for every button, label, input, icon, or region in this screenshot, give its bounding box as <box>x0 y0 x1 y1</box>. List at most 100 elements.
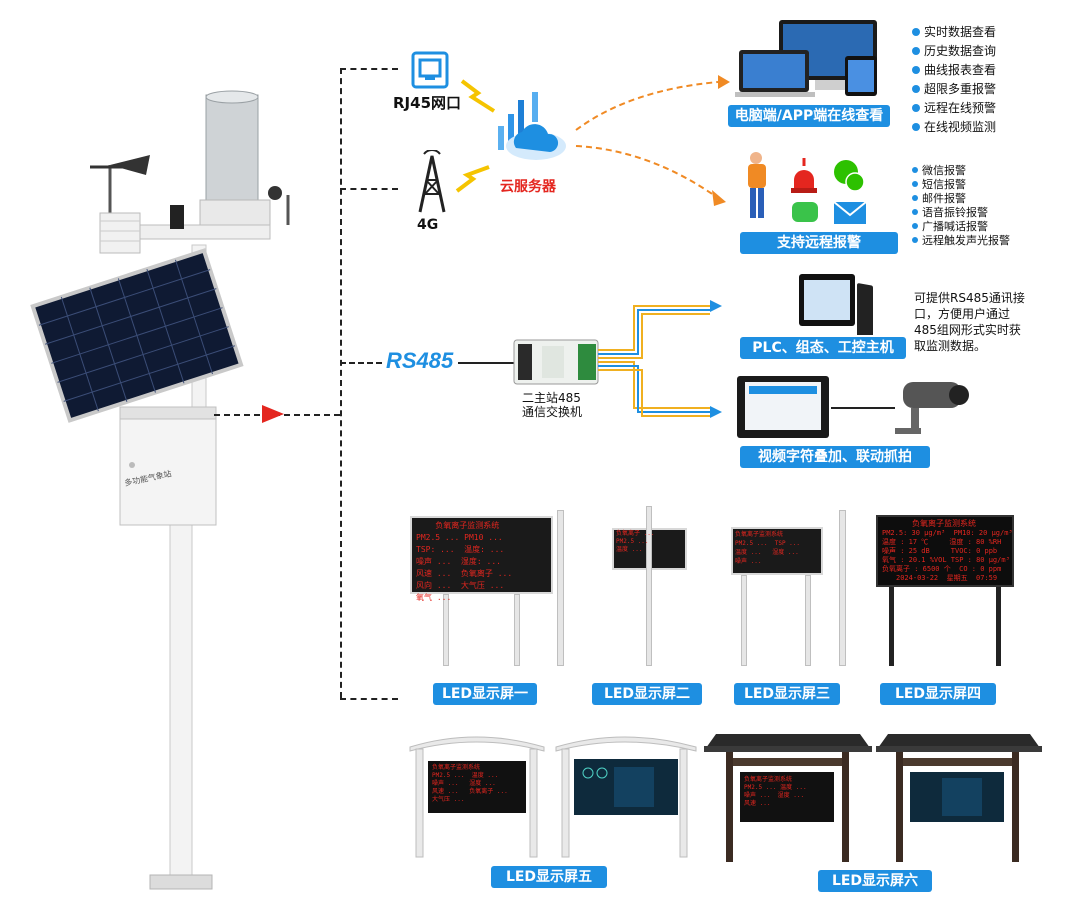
weather-station-illustration <box>30 90 305 890</box>
list-item: 邮件报警 <box>912 191 1010 205</box>
wechat-icon <box>834 160 865 192</box>
pavilion-left <box>704 734 872 862</box>
led-screen-6-pavilions <box>704 734 1042 862</box>
bullet-icon <box>912 209 918 215</box>
list-item: 微信报警 <box>912 163 1010 177</box>
person-phone-icon <box>748 152 766 218</box>
led-screen-2-label: LED显示屏二 <box>592 683 702 705</box>
switch-label-line2: 通信交换机 <box>522 405 583 419</box>
rj45-label: RJ45网口 <box>393 94 462 112</box>
security-camera-icon <box>895 382 969 434</box>
alarm-icons <box>748 152 867 224</box>
led-screen-3-label: LED显示屏三 <box>734 683 840 705</box>
led-screen-4-label: LED显示屏四 <box>880 683 996 705</box>
4g-label: 4G <box>417 217 439 233</box>
alarm-feature-list: 微信报警 短信报警 邮件报警 语音振铃报警 广播喊话报警 远程触发声光报警 <box>912 163 1010 247</box>
bullet-icon <box>912 195 918 201</box>
siren-icon <box>791 158 817 193</box>
led4-row: PM2.5: 30 μg/m³ PM10: 20 μg/m³ <box>882 529 1013 537</box>
list-item: 短信报警 <box>912 177 1010 191</box>
computer-devices-icon <box>735 20 877 97</box>
plc-label: PLC、组态、工控主机 <box>740 337 906 359</box>
list-item: 历史数据查询 <box>912 41 996 60</box>
list-item: 曲线报表查看 <box>912 60 996 79</box>
led-pole <box>646 506 652 666</box>
led4-row: 2024-03-22 星期五 07:59 <box>896 574 998 582</box>
plc-desc: 可提供RS485通讯接 口，方便用户通过 485组网形式实时获 取监测数据。 <box>914 290 1025 354</box>
rs485-label: RS485 <box>386 348 454 373</box>
pavilion-right <box>876 734 1042 862</box>
bullet-icon <box>912 46 920 55</box>
rs485-bus-lines <box>598 300 722 418</box>
connector-led <box>340 698 398 700</box>
sms-icon <box>792 202 818 222</box>
video-label: 视频字符叠加、联动抓拍 <box>740 446 930 468</box>
bullet-icon <box>912 237 918 243</box>
switch-label-line1: 二主站485 <box>522 391 581 405</box>
led-pole <box>996 587 1001 666</box>
cloud-label: 云服务器 <box>500 179 556 195</box>
led-screen-1 <box>410 516 553 594</box>
bullet-icon <box>912 27 920 36</box>
bullet-icon <box>912 103 920 112</box>
led3-readout: 负氧离子监测系统 PM2.5 ... TSP ... 温度 ... 湿度 ...… <box>735 531 801 565</box>
list-item: 远程在线预警 <box>912 98 996 117</box>
email-icon <box>833 201 867 224</box>
online-view-label: 电脑端/APP端在线查看 <box>728 105 890 127</box>
bullet-icon <box>912 181 918 187</box>
led-screen-5-frames <box>409 736 697 858</box>
cloud-server-icon <box>498 92 566 160</box>
bullet-icon <box>912 122 920 131</box>
led-screen-3 <box>731 527 823 575</box>
weather-station: 多功能气象站 <box>30 85 305 895</box>
remote-alarm-label: 支持远程报警 <box>740 232 898 254</box>
cell-tower-icon <box>418 150 446 213</box>
connector-trunk <box>340 68 342 698</box>
plc-desc-line: 485组网形式实时获 <box>914 323 1021 337</box>
red-arrow-icon <box>262 405 284 423</box>
bullet-icon <box>912 65 920 74</box>
video-overlay-devices <box>737 376 969 438</box>
online-feature-list: 实时数据查看 历史数据查询 曲线报表查看 超限多重报警 远程在线预警 在线视频监… <box>912 22 996 136</box>
connector-rs485 <box>340 362 382 364</box>
led-screen-4 <box>876 515 1014 587</box>
led-pole <box>741 575 747 666</box>
rs485-switch-device <box>513 339 599 385</box>
connector-rj45 <box>340 68 398 70</box>
led-screen-5-label: LED显示屏五 <box>491 866 607 888</box>
led-screen-6-label: LED显示屏六 <box>818 870 932 892</box>
led-pole <box>514 594 520 666</box>
touchscreen-monitor-icon <box>799 274 873 335</box>
led5-readout: 负氧离子监测系统 PM2.5 ... 温度 ... 噪声 ... 湿度 ... … <box>432 764 508 803</box>
orange-dashed-arrows <box>575 75 730 206</box>
rs485-link-line <box>458 362 514 364</box>
bullet-icon <box>912 223 918 229</box>
led4-row: 负氧离子 : 6500 个 CO : 0 ppm <box>882 565 1002 573</box>
led1-readout: 负氧离子监测系统 PM2.5 ... PM10 ... TSP: ... 温度:… <box>416 521 513 602</box>
led-pole <box>443 594 449 666</box>
bullet-icon <box>912 167 918 173</box>
video-overlay-box-icon <box>737 376 829 438</box>
signal-bolt-icon <box>460 79 496 113</box>
led4-row: 氧气 : 20.1 %VOL TSP : 80 μg/m³ <box>882 556 1010 564</box>
ethernet-port-icon <box>411 51 449 89</box>
list-item: 广播喊话报警 <box>912 219 1010 233</box>
led-pole <box>557 510 564 666</box>
list-item: 实时数据查看 <box>912 22 996 41</box>
signal-bolt-icon <box>455 165 490 193</box>
led4-row: 温度 : 17 ℃ 湿度 : 80 %RH <box>882 538 1002 546</box>
plc-desc-line: 口，方便用户通过 <box>914 307 1011 321</box>
plc-desc-line: 可提供RS485通讯接 <box>914 291 1025 305</box>
plc-desc-line: 取监测数据。 <box>914 339 987 353</box>
list-item: 在线视频监测 <box>912 117 996 136</box>
led4-title: 负氧离子监测系统 <box>912 519 976 528</box>
list-item: 远程触发声光报警 <box>912 233 1010 247</box>
led-pole <box>805 575 811 666</box>
bullet-icon <box>912 84 920 93</box>
connector-4g <box>340 188 398 190</box>
list-item: 超限多重报警 <box>912 79 996 98</box>
led2-readout: 负氧离子 ... PM2.5 ... 温度 ... <box>616 530 655 553</box>
led6-readout: 负氧离子监测系统 PM2.5 ... 温度 ... 噪声 ... 湿度 ... … <box>744 776 807 807</box>
led-pole <box>839 510 846 666</box>
led-pole <box>889 587 894 666</box>
